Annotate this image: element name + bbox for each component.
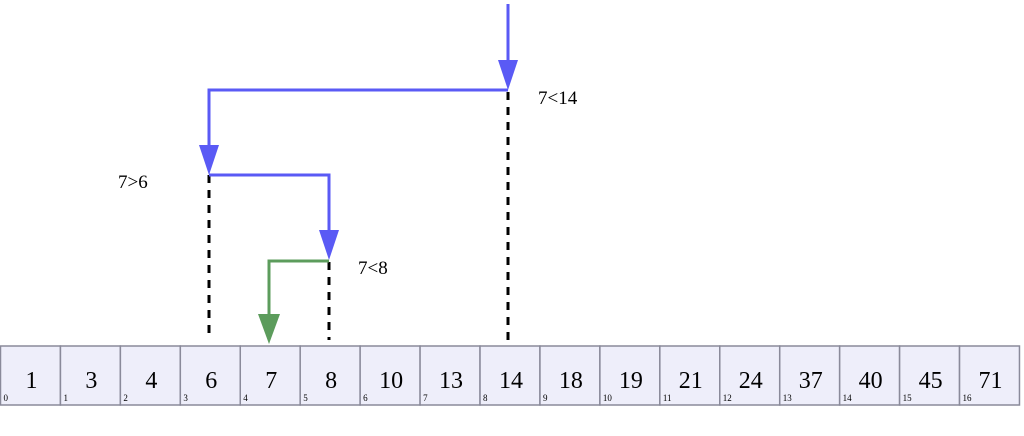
array-cell: 14 8 (479, 345, 541, 406)
array-cell: 37 13 (778, 345, 841, 406)
array-cell-index: 7 (423, 393, 428, 403)
array-cell-value: 21 (679, 368, 703, 394)
array-cell: 42 (119, 345, 182, 406)
array-cell-value: 19 (619, 368, 643, 394)
array-cell-value: 13 (439, 368, 463, 394)
array-cell-box (778, 345, 841, 406)
step-arrow-head-8 (319, 230, 339, 260)
array-cell-index: 10 (603, 393, 613, 403)
array-cell-box (359, 345, 421, 406)
array-cell-value: 7 (265, 368, 277, 394)
array-cell-value: 18 (559, 368, 583, 394)
found-arrow-head (258, 314, 280, 344)
array-cell: 31 (59, 345, 122, 406)
found-path (258, 259, 329, 344)
step-arrow-head-6 (199, 145, 219, 175)
comparison-label-3: 7<8 (358, 258, 388, 279)
array-cell-box (719, 345, 781, 406)
array-cell-box (838, 345, 901, 406)
array-cell-index: 3 (183, 393, 188, 403)
array-cell-index: 9 (543, 393, 548, 403)
step-arrow-6-to-8 (209, 173, 331, 233)
array-cell-value: 71 (979, 368, 1003, 394)
array-cell-index: 16 (963, 393, 973, 403)
array-cell-box (0, 345, 62, 406)
array-cell-value: 40 (859, 368, 883, 394)
array-cell: 18 9 (539, 345, 601, 406)
array-cell-value: 8 (325, 368, 337, 394)
step-arrow-14-to-6 (207, 88, 508, 148)
array-cell-value: 37 (799, 368, 823, 394)
array-cell-value: 3 (85, 368, 97, 394)
array-cell-index: 14 (843, 393, 853, 403)
array-cell: 74 (239, 345, 301, 406)
array-cell: 71 16 (958, 345, 1021, 406)
array-cell-index: 4 (243, 393, 248, 403)
array-cell: 10 (0, 345, 62, 406)
array-cell-value: 14 (499, 368, 523, 394)
array-cell: 24 12 (719, 345, 781, 406)
array-cell-value: 24 (739, 368, 763, 394)
step-arrow-8-to-7 (267, 259, 329, 318)
comparison-label-1: 7<14 (538, 88, 578, 109)
array-cell-value: 1 (25, 368, 37, 394)
array-cell-index: 5 (303, 393, 308, 403)
array-cell: 63 (179, 345, 242, 406)
array-cell-value: 10 (379, 368, 403, 394)
array-cell-box (599, 345, 661, 406)
array-cell: 10 6 (359, 345, 421, 406)
array-cell-box (419, 345, 481, 406)
array-cell-box (898, 345, 961, 406)
array-cell-index: 15 (903, 393, 913, 403)
array-cell-index: 0 (4, 393, 9, 403)
array-cell-box (958, 345, 1021, 406)
array-cell-index: 8 (483, 393, 488, 403)
comparison-label-2: 7>6 (118, 172, 148, 193)
array-cell: 40 14 (838, 345, 901, 406)
array-cell-index: 11 (663, 393, 672, 403)
array-cell: 85 (299, 345, 361, 406)
array-cell: 13 7 (419, 345, 481, 406)
search-path (199, 4, 518, 260)
array-cell: 21 11 (659, 345, 721, 406)
array-cell-index: 2 (123, 393, 128, 403)
probe-lines (207, 92, 510, 340)
entry-arrow-head (498, 60, 518, 90)
sorted-array: 1031426374851061371481891910211124123713… (0, 345, 1021, 406)
array-cell-value: 45 (919, 368, 943, 394)
array-cell-index: 12 (723, 393, 732, 403)
array-cell: 45 15 (898, 345, 961, 406)
array-cell-box (119, 345, 182, 406)
array-cell-value: 6 (205, 368, 217, 394)
array-cell-box (479, 345, 541, 406)
array-cell-index: 6 (363, 393, 368, 403)
array-cell-box (179, 345, 242, 406)
array-cell-box (299, 345, 361, 406)
array-cell-index: 13 (783, 393, 793, 403)
array-cell-index: 1 (63, 393, 68, 403)
array-cell-value: 4 (145, 368, 157, 394)
